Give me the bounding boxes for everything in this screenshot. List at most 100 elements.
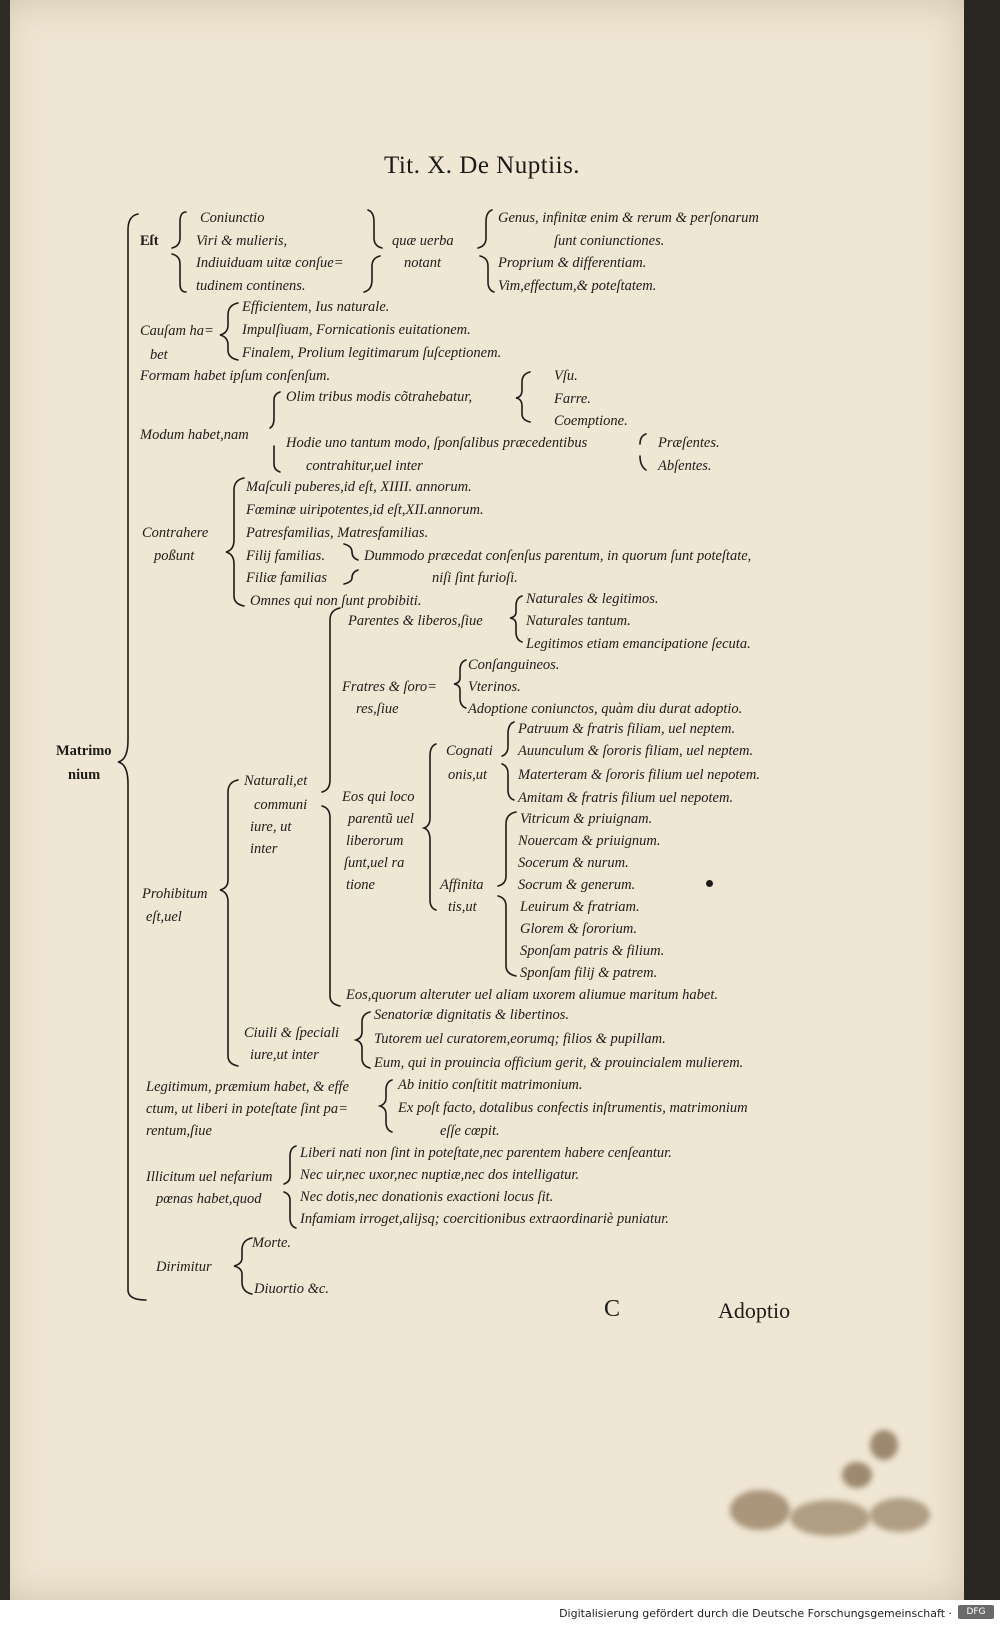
affinita-item-7: Sponſam patris & filium. xyxy=(520,943,665,959)
causa-label-1: Cauſam ha= xyxy=(140,323,214,339)
signature-mark: C xyxy=(604,1296,621,1322)
dirimitur-item-2: Diuortio &c. xyxy=(254,1281,329,1297)
affinita-item-4: Socrum & generum. xyxy=(518,877,636,893)
stain xyxy=(842,1462,872,1488)
est-label: Eſt xyxy=(140,233,159,249)
causa-label-2: bet xyxy=(150,347,168,363)
cognati-item-4: Amitam & fratris filium uel nepotem. xyxy=(518,790,734,806)
legitimum-item-2: Ex poſt facto, dotalibus confectis inſtr… xyxy=(398,1100,748,1116)
prohibitum-label-2: eſt,uel xyxy=(146,909,182,925)
contrahere-cond-2: niſi ſint furioſi. xyxy=(432,570,518,586)
affinita-item-5: Leuirum & fratriam. xyxy=(520,899,640,915)
modus-hodie-item-2: Abſentes. xyxy=(658,458,712,474)
fratres-item-2: Vterinos. xyxy=(468,679,521,695)
affinita-1: Affinita xyxy=(440,877,484,893)
page-edge xyxy=(0,0,10,1600)
legitimum-item-1: Ab initio conſtitit matrimonium. xyxy=(398,1077,583,1093)
cognati-item-3: Materteram & ſororis filium uel nepotem. xyxy=(518,767,760,783)
fratres-item-1: Conſanguineos. xyxy=(468,657,560,673)
ciuili-item-1: Senatoriæ dignitatis & libertinos. xyxy=(374,1007,569,1023)
causa-item-1: Efficientem, Ius naturale. xyxy=(242,299,390,315)
est-b-1: Indiuiduam uitæ conſue= xyxy=(196,255,344,271)
est-c-2: ſunt coniunctiones. xyxy=(554,233,665,249)
root-label-1: Matrimo xyxy=(56,743,112,759)
stain xyxy=(870,1498,930,1532)
modus-olim: Olim tribus modis cõtrahebatur, xyxy=(286,389,473,405)
dfg-logo: DFG xyxy=(958,1605,994,1619)
est-d-1: Proprium & differentiam. xyxy=(498,255,647,271)
est-c-1: Genus, infinitæ enim & rerum & perſonaru… xyxy=(498,210,759,226)
eos-loco-4: ſunt,uel ra xyxy=(344,855,405,871)
eos-loco-1: Eos qui loco xyxy=(342,789,415,805)
legitimum-item-3: eſſe cœpit. xyxy=(440,1123,500,1139)
modus-olim-1: Vſu. xyxy=(554,368,578,384)
est-d-2: Vim,effectum,& poteſtatem. xyxy=(498,278,657,294)
eos-loco-3: liberorum xyxy=(346,833,404,849)
modus-olim-2: Farre. xyxy=(554,391,591,407)
illicitum-item-4: Infamiam irroget,alijsq; coercitionibus … xyxy=(300,1211,669,1227)
modus-olim-3: Coemptione. xyxy=(554,413,628,429)
est-b-2: tudinem continens. xyxy=(196,278,306,294)
modus-hodie-1: Hodie uno tantum modo, ſponſalibus præce… xyxy=(286,435,588,451)
causa-item-2: Impulſiuam, Fornicationis euitationem. xyxy=(242,322,471,338)
contrahere-item-6: Omnes qui non ſunt probibiti. xyxy=(250,593,422,609)
contrahere-cond-1: Dummodo præcedat conſenſus parentum, in … xyxy=(364,548,752,564)
legitimum-label-2: ctum, ut liberi in poteſtate ſint pa= xyxy=(146,1101,348,1117)
illicitum-item-2: Nec uir,nec uxor,nec nuptiæ,nec dos inte… xyxy=(300,1167,580,1183)
naturali-1: Naturali,et xyxy=(244,773,308,789)
eos-quorum: Eos,quorum alteruter uel aliam uxorem al… xyxy=(346,987,718,1003)
contrahere-item-5: Filiæ familias xyxy=(246,570,327,586)
est-a-1: Coniunctio xyxy=(200,210,265,226)
ciuili-item-2: Tutorem uel curatorem,eorumq; filios & p… xyxy=(374,1031,666,1047)
illicitum-item-3: Nec dotis,nec donationis exactioni locus… xyxy=(300,1189,554,1205)
modus-hodie-2: contrahitur,uel inter xyxy=(306,458,423,474)
causa-item-3: Finalem, Prolium legitimarum ſuſceptione… xyxy=(242,345,502,361)
affinita-item-8: Sponſam filij & patrem. xyxy=(520,965,658,981)
affinita-item-6: Glorem & ſororium. xyxy=(520,921,637,937)
parentes-item-2: Naturales tantum. xyxy=(526,613,631,629)
affinita-item-3: Socerum & nurum. xyxy=(518,855,629,871)
affinita-item-1: Vitricum & priuignam. xyxy=(520,811,653,827)
modus-label: Modum habet,nam xyxy=(140,427,249,443)
modus-hodie-item-1: Præſentes. xyxy=(658,435,720,451)
legitimum-label-1: Legitimum, præmium habet, & effe xyxy=(146,1079,349,1095)
cognati-1: Cognati xyxy=(446,743,493,759)
footer-credit: Digitalisierung gefördert durch die Deut… xyxy=(559,1607,952,1620)
contrahere-item-3: Patresfamilias, Matresfamilias. xyxy=(246,525,429,541)
stain xyxy=(790,1500,870,1536)
ciuili-2: iure,ut inter xyxy=(250,1047,319,1063)
illicitum-label-1: Illicitum uel nefarium xyxy=(146,1169,273,1185)
catchword: Adoptio xyxy=(718,1298,791,1323)
contrahere-item-2: Fœminæ uiripotentes,id eſt,XII.annorum. xyxy=(246,502,484,518)
contrahere-item-4: Filij familias. xyxy=(246,548,325,564)
cognati-2: onis,ut xyxy=(448,767,488,783)
ink-dot xyxy=(706,880,713,887)
contrahere-label-1: Contrahere xyxy=(142,525,209,541)
eos-loco-5: tione xyxy=(346,877,375,893)
naturali-2: communi xyxy=(254,797,308,813)
fratres-1: Fratres & ſoro= xyxy=(342,679,437,695)
forma-text: Formam habet ipſum conſenſum. xyxy=(140,368,331,384)
page-title: Tit. X. De Nuptiis. xyxy=(383,152,581,179)
ciuili-1: Ciuili & ſpeciali xyxy=(244,1025,340,1041)
eos-loco-2: parentũ uel xyxy=(348,811,414,827)
dirimitur-item-1: Morte. xyxy=(252,1235,292,1251)
illicitum-item-1: Liberi nati non ſint in poteſtate,nec pa… xyxy=(300,1145,672,1161)
footer-bar: Digitalisierung gefördert durch die Deut… xyxy=(0,1600,1000,1626)
affinita-item-2: Nouercam & priuignum. xyxy=(518,833,661,849)
fratres-item-3: Adoptione coniunctos, quàm diu durat ado… xyxy=(468,701,743,717)
dirimitur-label: Dirimitur xyxy=(156,1259,212,1275)
prohibitum-label-1: Prohibitum xyxy=(142,886,208,902)
illicitum-label-2: pœnas habet,quod xyxy=(156,1191,262,1207)
est-mid-1: quæ uerba xyxy=(392,233,454,249)
legitimum-label-3: rentum,ſiue xyxy=(146,1123,212,1139)
contrahere-item-1: Maſculi puberes,id eſt, XIIII. annorum. xyxy=(246,479,472,495)
stain xyxy=(730,1490,790,1530)
naturali-3: iure, ut xyxy=(250,819,292,835)
cognati-item-2: Auunculum & ſororis filiam, uel neptem. xyxy=(518,743,754,759)
parentes-item-1: Naturales & legitimos. xyxy=(526,591,659,607)
est-a-2: Viri & mulieris, xyxy=(196,233,288,249)
naturali-4: inter xyxy=(250,841,278,857)
stain xyxy=(870,1430,898,1460)
fratres-2: res,ſiue xyxy=(356,701,399,717)
